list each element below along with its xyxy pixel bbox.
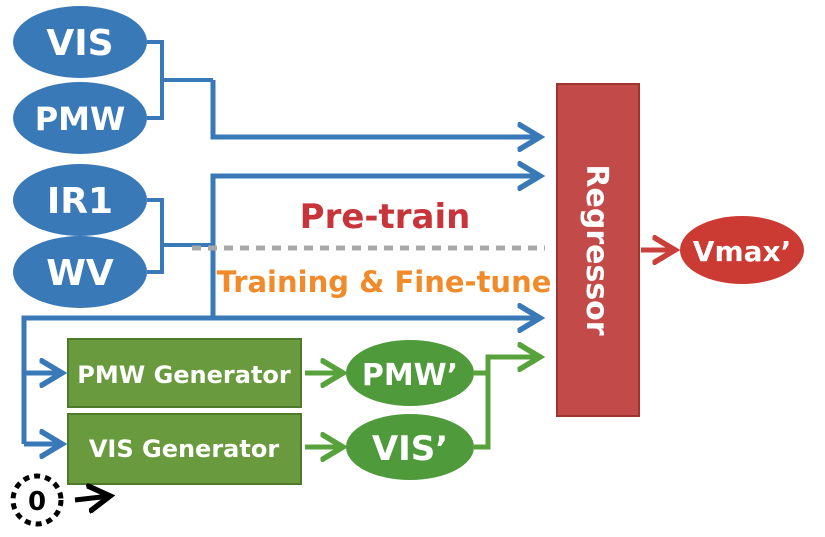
pretrain-label: Pre-train (300, 197, 471, 237)
switch-arrow (74, 496, 110, 500)
vis-input-node: VIS (13, 6, 147, 78)
generated-to-regressor-arrow (474, 357, 540, 450)
zero-input-switch: 0 (10, 473, 64, 527)
ir1-wv-bracket (147, 198, 213, 274)
ir1-input-node: IR1 (13, 164, 147, 236)
vis-generator-box: VIS Generator (67, 413, 302, 485)
svg-text:Vmax’: Vmax’ (693, 235, 791, 268)
svg-text:PMW: PMW (35, 100, 126, 138)
vis-prime-node: VIS’ (346, 414, 474, 480)
svg-text:VIS Generator: VIS Generator (89, 435, 279, 463)
training-finetune-label: Training & Fine-tune (217, 265, 552, 299)
svg-text:0: 0 (28, 487, 46, 517)
svg-text:VIS’: VIS’ (372, 429, 448, 469)
svg-text:PMW’: PMW’ (362, 358, 458, 393)
vis-pmw-to-regressor-arrow (210, 80, 540, 137)
svg-text:IR1: IR1 (47, 181, 113, 222)
svg-text:PMW Generator: PMW Generator (77, 361, 291, 389)
svg-text:WV: WV (46, 253, 114, 294)
vmax-output-node: Vmax’ (680, 216, 804, 284)
vis-pmw-bracket (147, 40, 213, 120)
pmw-prime-node: PMW’ (346, 340, 474, 406)
svg-text:Regressor: Regressor (579, 164, 614, 335)
pmw-input-node: PMW (13, 82, 147, 154)
wv-input-node: WV (13, 236, 147, 308)
pmw-generator-box: PMW Generator (67, 338, 302, 408)
ir1-wv-feed-line (21, 315, 213, 444)
regressor-block: Regressor (556, 83, 640, 417)
pretrain-ir1-wv-arrow (210, 176, 540, 245)
svg-text:VIS: VIS (46, 23, 113, 64)
